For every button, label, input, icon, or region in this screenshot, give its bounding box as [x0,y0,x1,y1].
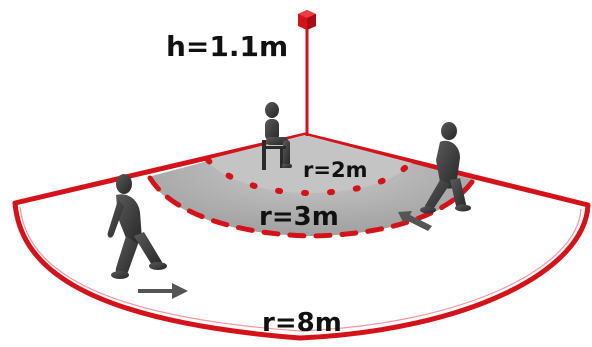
red-cube-icon [298,10,316,30]
inner-zone-floor [205,135,412,193]
height-label: h=1.1m [166,30,288,63]
person-walking-icon [420,122,471,214]
outer-radius-label: r=8m [262,308,342,338]
arrow-right-icon [398,211,432,231]
middle-zone-boundary [147,175,475,239]
inner-radius-label: r=2m [303,158,367,182]
person-walking-icon [107,174,167,279]
outer-zone-rim [19,206,582,332]
arrow-right-icon [138,283,188,299]
middle-radius-label: r=3m [259,202,339,232]
person-sitting-icon [262,102,292,170]
inner-zone-boundary [205,157,413,197]
